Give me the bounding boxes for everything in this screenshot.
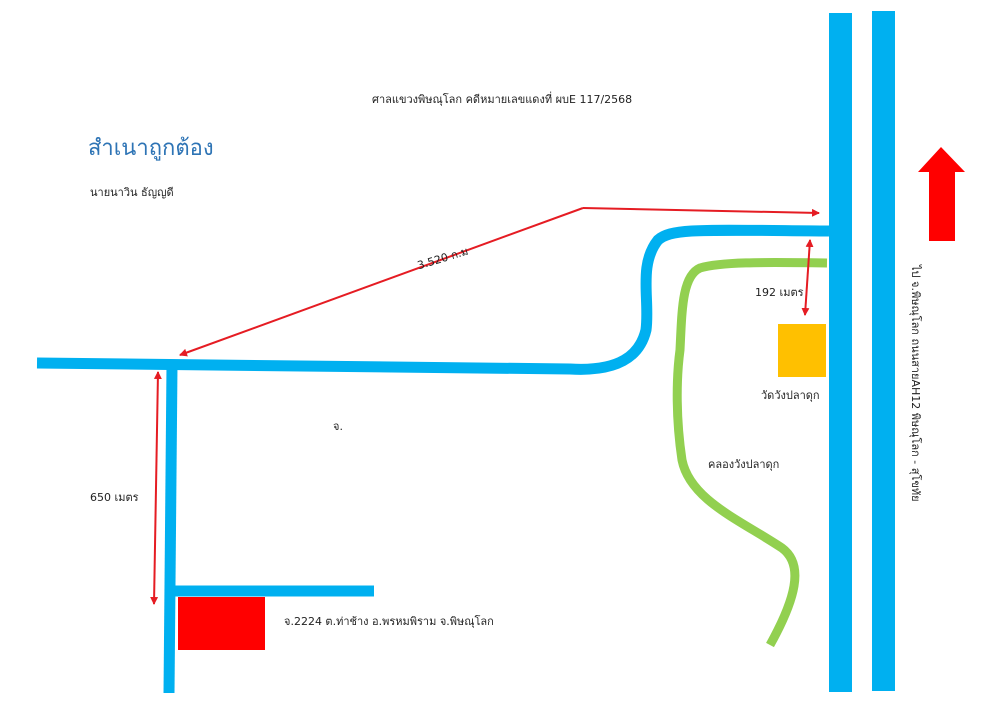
distance-label-side: 650 เมตร [90,491,139,504]
signer-name: นายนาวิน ธัญญดี [90,186,174,199]
distance-arrow-long [179,207,584,357]
canal-label: คลองวังปลาดุก [708,458,780,471]
certified-copy-stamp: สำเนาถูกต้อง [88,136,214,161]
distance-label-temple: 192 เมตร [755,286,804,299]
distance-arrow-temple [801,239,814,316]
distance-arrow-long-top [582,207,820,217]
court-case-title: ศาลแขวงพิษณุโลก คดีหมายเลขแดงที่ ผบE 117… [372,93,633,106]
land-plot-marker [178,597,265,650]
canal-line [672,258,828,648]
highway-lane-right [872,11,895,691]
distance-arrow-side [150,371,162,605]
road-mark-label: จ. [333,420,343,433]
highway-label: ไป จ.พิษณุโลก ถนนสายAH12 พิษณุโลก - สุโข… [909,265,922,502]
temple-label: วัดวังปลาดุก [761,389,820,402]
land-plot-label: จ.2224 ต.ท่าช้าง อ.พรหมพิราม จ.พิษณุโลก [284,615,494,628]
side-road [163,364,178,694]
temple-marker [778,324,826,377]
main-road [36,224,830,375]
north-arrow-icon [918,147,965,241]
highway-lane-left [829,13,852,692]
